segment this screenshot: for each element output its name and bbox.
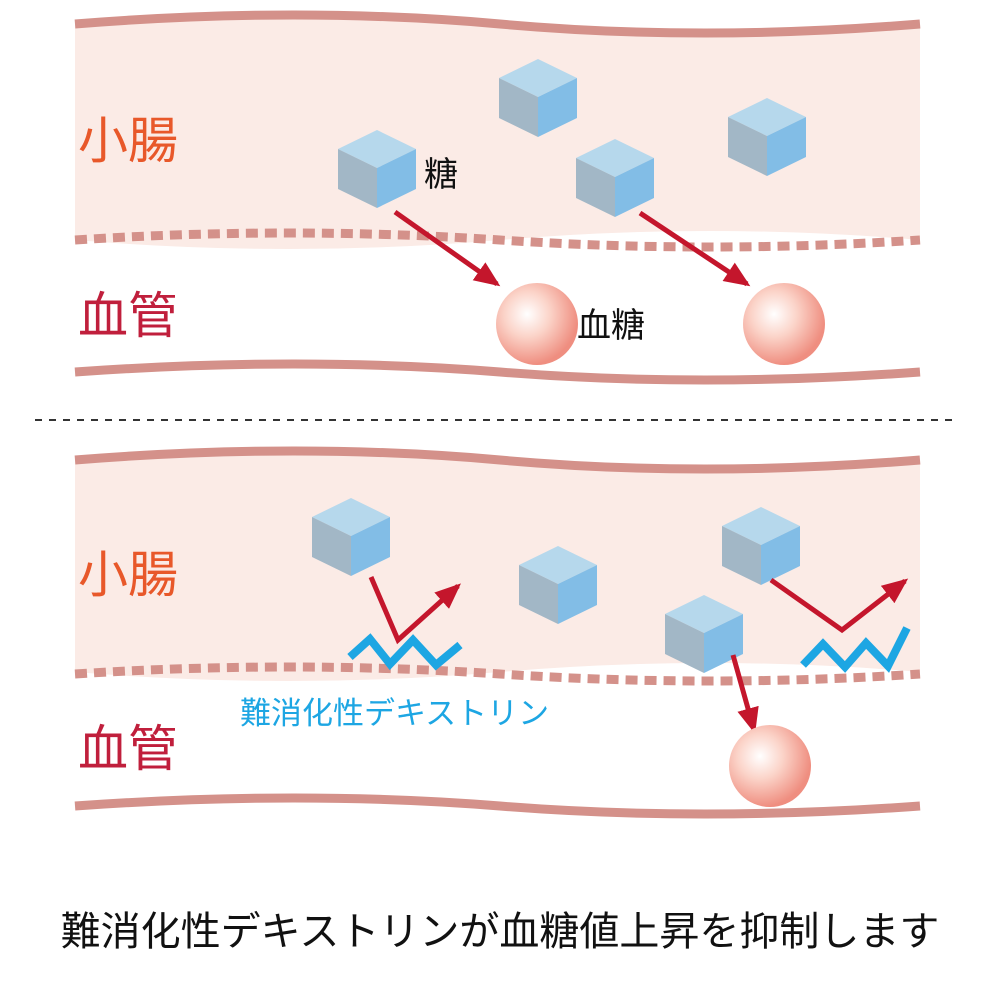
blood-sugar-label: 血糖: [577, 306, 645, 346]
dextrin-icon: [347, 633, 463, 671]
blood-sugar-icon: [743, 283, 825, 365]
intestine-vessel-boundary: [74, 662, 921, 686]
blocked-arrow-icon: [368, 576, 461, 645]
intestine-wall-top: [74, 446, 921, 474]
panel-dextrin: 小腸 血管 難消化性デキストリン: [74, 446, 921, 819]
vessel-wall-bottom: [74, 793, 921, 819]
intestine-lumen: [75, 15, 920, 249]
vessel-label: 血管: [78, 720, 178, 778]
intestine-wall-top: [74, 10, 921, 38]
vessel-label: 血管: [78, 287, 178, 345]
dextrin-label: 難消化性デキストリン: [240, 696, 549, 732]
intestine-vessel-boundary: [74, 228, 921, 252]
intestine-label: 小腸: [78, 112, 178, 170]
blood-sugar-icon: [729, 725, 811, 807]
absorption-arrow-icon: [730, 654, 759, 734]
vessel-wall-bottom: [74, 359, 921, 385]
panel-normal: 小腸 血管 糖 血糖: [74, 10, 921, 385]
blood-sugar-icon: [496, 283, 578, 365]
blocked-arrow-icon: [769, 577, 909, 634]
intestine-label: 小腸: [78, 546, 178, 604]
sugar-label: 糖: [424, 155, 458, 195]
absorption-arrow-icon: [393, 209, 501, 287]
absorption-arrow-icon: [638, 210, 751, 287]
dextrin-icon: [800, 626, 911, 673]
caption: 難消化性デキストリンが血糖値上昇を抑制します: [61, 909, 940, 955]
